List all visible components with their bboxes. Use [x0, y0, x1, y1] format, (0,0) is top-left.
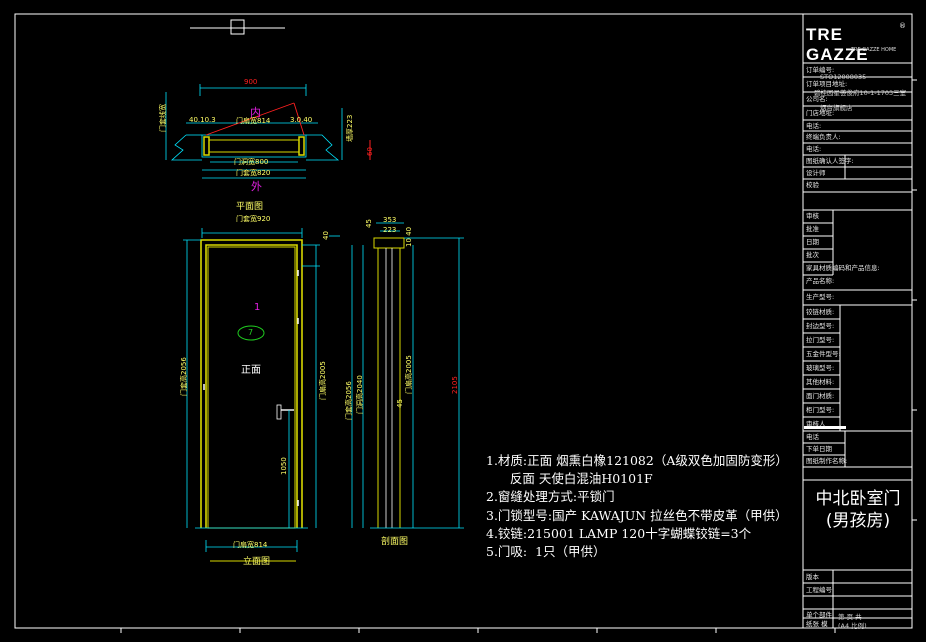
elevation-right-height: 门扇高2005 — [319, 361, 327, 400]
section-side-dim-1: 45 — [365, 219, 373, 228]
title-block-bottom-label: 工程编号 — [806, 586, 832, 594]
title-block-label: 家具材质编码和产品信息: — [806, 264, 880, 272]
title-block-label: 拉门型号: — [806, 336, 835, 344]
title-block-label: 玻璃型号: — [806, 364, 835, 372]
top-axis-box — [230, 19, 245, 35]
product-name: 中北卧室门 (男孩房) — [805, 488, 911, 532]
section-view — [351, 222, 464, 529]
material-notes: 1.材质:正面 烟熏白橡121082（A级双色加固防变形） 反面 天使白混油H0… — [486, 452, 788, 561]
product-name-line-1: 中北卧室门 — [815, 489, 901, 509]
note-line: 2.窗缝处理方式:平锁门 — [486, 489, 615, 505]
note-line: 4.铰链:215001 LAMP 120十字蝴蝶铰链=3个 — [486, 525, 752, 541]
title-block-label: 铰链材质: — [806, 308, 835, 316]
title-block-value: 碧桂园星荟俊府10-1-1703三室 — [814, 89, 907, 97]
section-view-title: 剖面图 — [381, 537, 409, 547]
elevation-left-height: 门套高2056 — [180, 357, 188, 396]
title-block-label: 日期 — [806, 238, 819, 246]
plan-outside-label: 外 — [251, 180, 262, 193]
title-block-label: 批准 — [806, 225, 819, 233]
plan-view — [165, 84, 371, 179]
section-side-dim-2: 10 40 — [405, 226, 413, 247]
elevation-leaf-number: 1 — [254, 302, 261, 313]
drawing-border — [14, 13, 913, 629]
brand-name: TRE GAZZE — [806, 25, 869, 64]
section-mid-dim: 45 — [396, 399, 404, 408]
elevation-top-dim: 门套宽920 — [236, 215, 271, 223]
title-block-label: 订单编号: — [806, 66, 835, 74]
elevation-bottom-dim: 门扇宽814 — [233, 541, 268, 549]
title-block-bottom-label: 纸张 模 — [806, 620, 828, 628]
title-block-label: 校验 — [806, 181, 819, 189]
title-block-label: 批次 — [806, 251, 819, 259]
section-overall-height: 2105 — [451, 376, 459, 394]
title-block-label: 门店地址: — [806, 109, 835, 117]
title-block-label: 公司名: — [806, 95, 828, 103]
title-block-label: 生产型号: — [806, 293, 835, 301]
frame-ticks — [120, 79, 917, 633]
title-block-bottom-value: 第 页 共 — [838, 613, 862, 621]
plan-view-title: 平面图 — [236, 202, 264, 212]
title-block-label: 设计师 — [806, 169, 826, 177]
title-block-label: 电话: — [806, 122, 822, 130]
title-block-bottom-label: 版本 — [806, 573, 819, 581]
brand-registered-mark: ® — [899, 22, 906, 30]
plan-frame-offsets: 40.10.3 — [189, 116, 216, 124]
title-block-label: 电话 — [806, 433, 819, 441]
title-block-label: 下单日期 — [806, 445, 832, 453]
title-block-label: 五金件型号: — [806, 350, 841, 358]
elevation-view — [183, 228, 340, 562]
plan-inside-label: 内 — [250, 106, 261, 119]
title-block-label: 图纸制作名称: — [806, 457, 848, 465]
section-right-height: 门扇高2005 — [405, 355, 413, 394]
title-block-label: 电话: — [806, 145, 822, 153]
elevation-handle-height: 1050 — [280, 457, 288, 475]
plan-frame-depth: 门套线宽 — [159, 104, 167, 132]
section-top-dim-2: 223 — [383, 226, 397, 234]
title-block-value: STO12008035 — [820, 73, 867, 81]
plan-wall-thickness: 墙厚223 — [346, 114, 354, 142]
title-block-label: 面门材质: — [806, 392, 835, 400]
title-block-label: 终端负责人: — [806, 133, 841, 141]
note-line: 5.门吸: 1只（甲供） — [486, 544, 606, 560]
title-block-label: 其他材料: — [806, 378, 835, 386]
section-left-height-2: 门洞高2040 — [356, 375, 364, 414]
brand-subtitle: TRE GAZZE HOME — [851, 47, 897, 53]
section-top-dim-1: 353 — [383, 216, 397, 224]
title-block-grid — [802, 14, 912, 628]
note-line: 3.门锁型号:国产 KAWAJUN 拉丝色不带皮革（甲供） — [486, 507, 788, 523]
elevation-gap-dim: 40 — [322, 231, 330, 240]
title-block-bottom-value: (A4 比例) — [838, 622, 867, 630]
plan-right-dim: 60 — [366, 147, 374, 156]
title-block-label: 柜门型号: — [806, 406, 835, 414]
title-block-white-bar — [804, 426, 846, 429]
title-block-label: 图纸确认人签字: — [806, 157, 854, 165]
elevation-face-label: 正面 — [241, 365, 261, 376]
note-line: 反面 天使白混油H0101F — [486, 471, 653, 487]
title-block-label: 审核 — [806, 212, 819, 220]
plan-right-offsets: 3.0.40 — [290, 116, 313, 124]
plan-opening-width: 门套宽820 — [236, 169, 271, 177]
title-block-label: 订单项目地址: — [806, 80, 848, 88]
plan-overall-width: 900 — [244, 78, 258, 86]
leaf-badge — [237, 325, 265, 341]
plan-inner-width: 门洞宽800 — [234, 158, 269, 166]
plan-door-leaf-width: 门扇宽814 — [236, 117, 271, 125]
title-block-value: 烟台旗舰店 — [820, 104, 853, 112]
brand-logo: TRE GAZZE TRE GAZZE HOME ® — [806, 22, 906, 65]
product-name-line-2: (男孩房) — [825, 511, 891, 531]
note-line: 1.材质:正面 烟熏白橡121082（A级双色加固防变形） — [486, 453, 788, 468]
elevation-badge-number: 7 — [248, 328, 254, 337]
title-block-label: 产品名称: — [806, 277, 835, 285]
title-block-label: 审核人 — [806, 420, 826, 428]
title-block-bottom-label: 单个部件 — [806, 611, 832, 619]
section-left-height-1: 门套高2056 — [345, 381, 353, 420]
elevation-view-title: 立面图 — [243, 557, 271, 567]
title-block-label: 封边型号: — [806, 322, 835, 330]
